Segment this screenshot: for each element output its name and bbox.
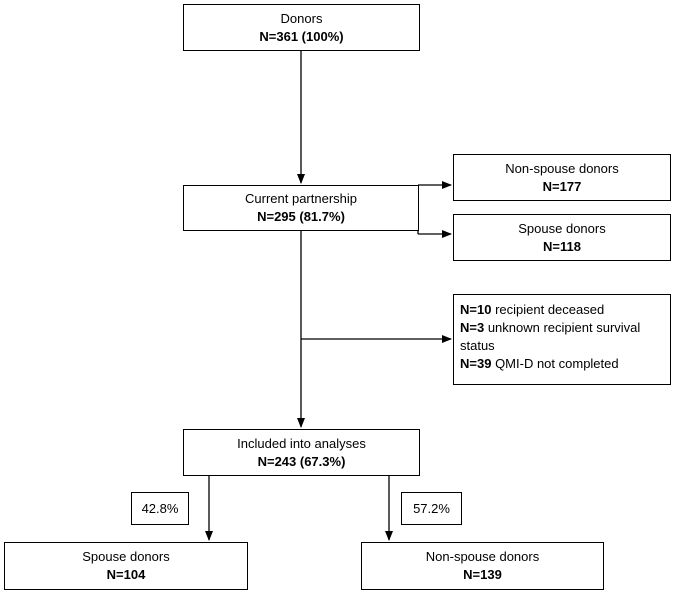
- percent-non-spouse-box: 57.2%: [401, 492, 462, 525]
- spouse-top-box: Spouse donors N=118: [453, 214, 671, 261]
- percent-non-spouse-label: 57.2%: [413, 500, 450, 516]
- exclusions-box: N=10 recipient deceased N=3 unknown reci…: [453, 294, 671, 385]
- included-box: Included into analyses N=243 (67.3%): [183, 429, 420, 476]
- percent-spouse-label: 42.8%: [141, 500, 179, 516]
- non-spouse-top-label: Non-spouse donors: [505, 160, 619, 176]
- included-count: N=243 (67.3%): [257, 453, 346, 469]
- non-spouse-bottom-count: N=139: [463, 567, 502, 582]
- donors-count: N=361 (100%): [259, 28, 344, 44]
- non-spouse-bottom-box: Non-spouse donors N=139: [361, 542, 604, 590]
- exclusion-item: N=39 QMI-D not completed: [460, 356, 619, 371]
- partnership-count: N=295 (81.7%): [257, 209, 345, 224]
- percent-spouse-box: 42.8%: [131, 492, 189, 525]
- non-spouse-top-box: Non-spouse donors N=177: [453, 154, 671, 201]
- donors-label: Donors: [280, 10, 323, 26]
- included-label: Included into analyses: [237, 435, 366, 451]
- exclusion-item: N=10 recipient deceased: [460, 302, 605, 317]
- spouse-bottom-label: Spouse donors: [82, 549, 170, 564]
- spouse-bottom-count: N=104: [106, 567, 146, 582]
- spouse-bottom-box: Spouse donors N=104: [4, 542, 248, 590]
- partnership-label: Current partnership: [245, 191, 357, 206]
- spouse-top-label: Spouse donors: [518, 220, 606, 236]
- partnership-box: Current partnership N=295 (81.7%): [183, 185, 419, 231]
- non-spouse-top-count: N=177: [542, 178, 582, 194]
- donors-box: Donors N=361 (100%): [183, 4, 420, 51]
- non-spouse-bottom-label: Non-spouse donors: [425, 549, 540, 564]
- exclusion-item: N=3 unknown recipient survival status: [460, 320, 641, 353]
- spouse-top-count: N=118: [543, 238, 581, 254]
